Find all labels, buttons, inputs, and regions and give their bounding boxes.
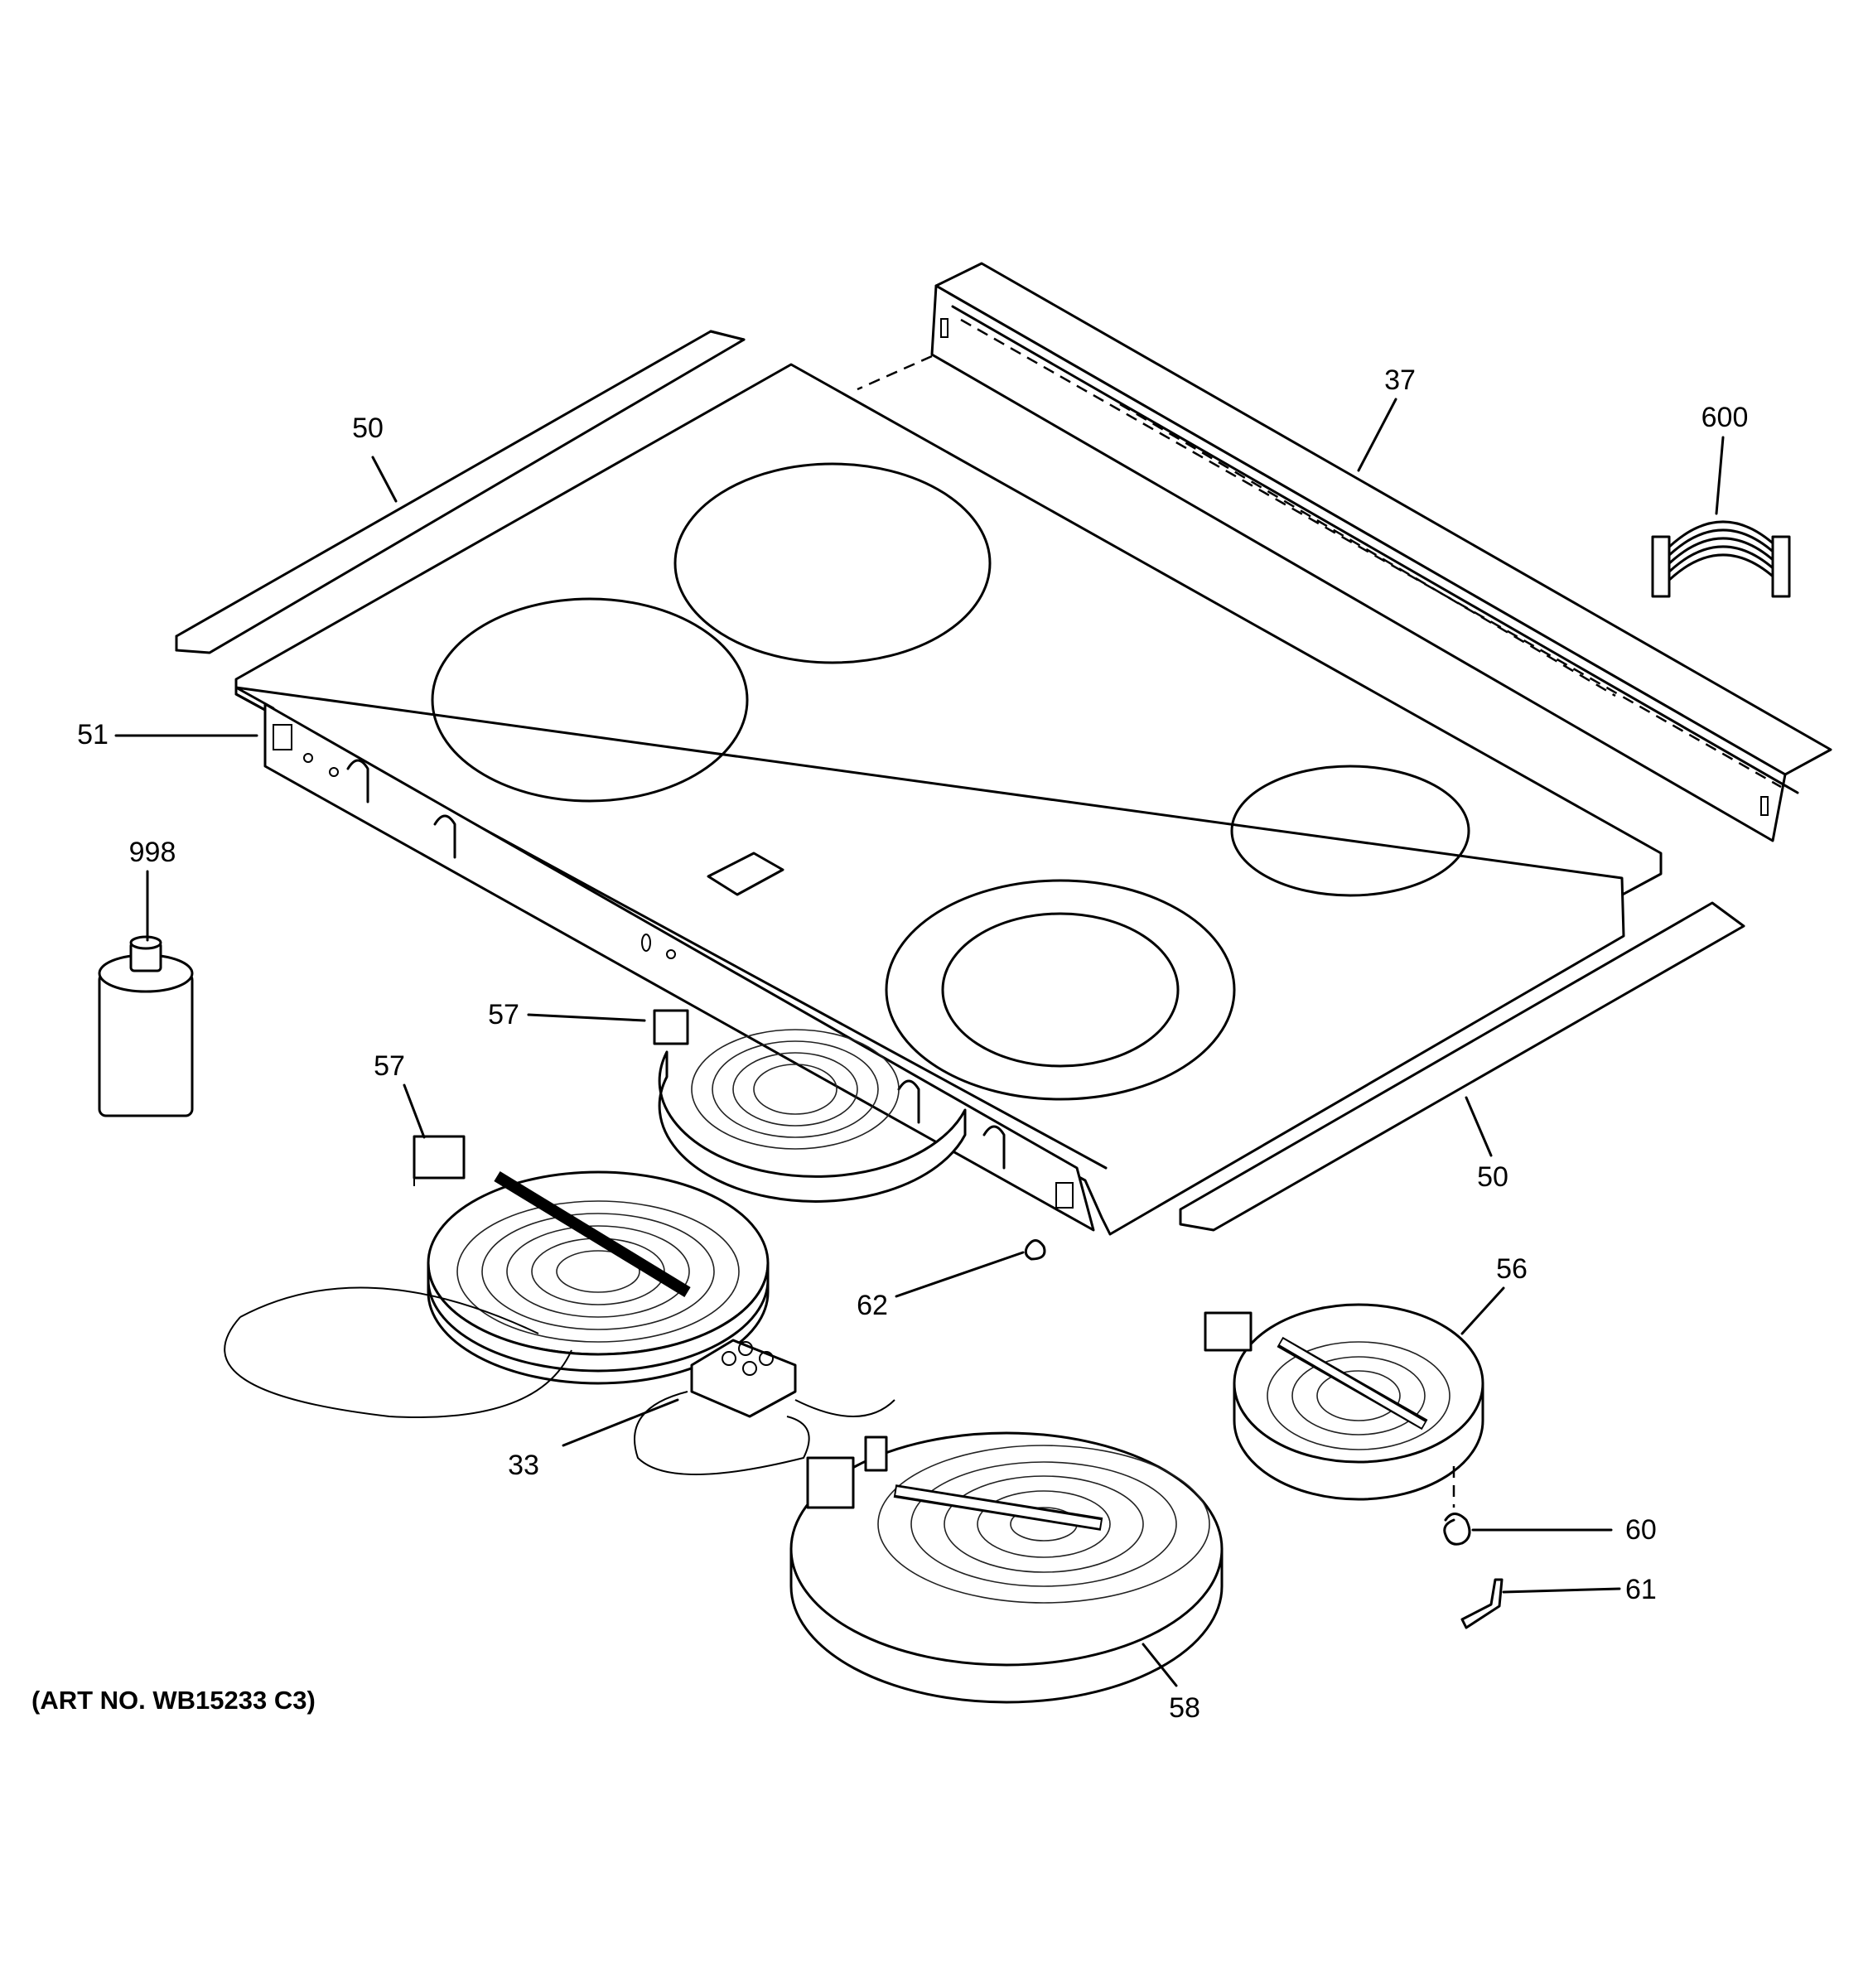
callout-56: 56 [1496,1253,1528,1285]
burner-element-left [413,1135,770,1385]
burner-element-small [1204,1303,1484,1508]
cleaner-bottle [98,935,194,1117]
callout-37: 37 [1384,364,1416,396]
callout-998: 998 [129,837,176,868]
callout-58: 58 [1169,1692,1200,1724]
trim-strip-left [175,330,746,654]
burner-ring-front-right-inner [941,912,1180,1068]
burner-ring-front-right-outer [885,879,1236,1101]
burner-element-front-large [789,1431,1224,1704]
spring-clip-60 [1443,1513,1471,1546]
callout-61: 61 [1625,1574,1657,1605]
callout-600: 600 [1701,402,1749,433]
callout-60: 60 [1625,1514,1657,1546]
callout-labels: 50 37 600 51 998 57 57 50 62 56 33 60 61… [77,364,1748,1724]
cooktop-glass [234,363,1663,1236]
callout-33: 33 [508,1450,539,1481]
burner-ring-rear-left [673,462,992,664]
burner-ring-rear-right [1230,765,1470,897]
callout-50-right: 50 [1477,1161,1508,1193]
burner-element-rear [653,1009,967,1203]
callout-62: 62 [857,1290,888,1321]
callout-50-left: 50 [352,413,384,444]
callout-51: 51 [77,719,109,750]
art-number: (ART NO. WB15233 C3) [31,1686,316,1715]
bracket-61 [1460,1578,1504,1629]
clip-62 [1024,1239,1046,1261]
callout-57-upper: 57 [488,999,519,1030]
trim-strip-right [1179,901,1745,1232]
leader-lines [114,398,1725,1687]
terminal-block [224,1286,895,1475]
burner-ring-front-left [431,597,749,803]
rear-trim-bar [857,262,1832,842]
wire-harness [1651,520,1791,598]
callout-57-lower: 57 [374,1050,405,1082]
